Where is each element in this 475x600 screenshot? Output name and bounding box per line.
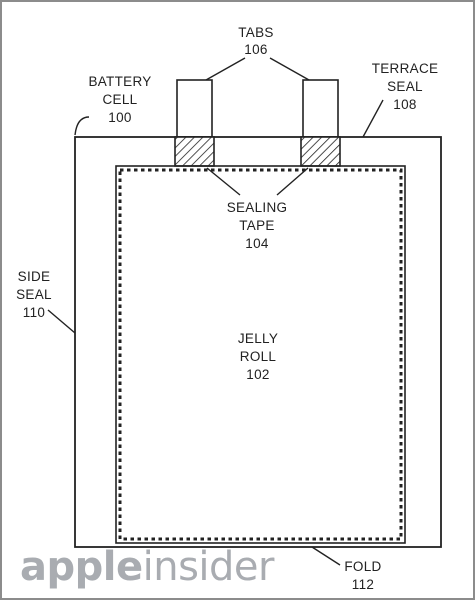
leader-tabs-left <box>205 57 246 81</box>
label-battery-cell: BATTERY CELL 100 <box>88 74 151 125</box>
watermark-part-insider: insider <box>143 544 275 590</box>
svg-text:ROLL: ROLL <box>240 349 277 364</box>
tab-left <box>176 79 213 138</box>
sealing-tape-left <box>174 136 215 167</box>
svg-text:106: 106 <box>244 42 267 57</box>
svg-text:SIDE: SIDE <box>18 269 51 284</box>
svg-text:CELL: CELL <box>103 92 138 107</box>
leader-side-seal <box>47 309 76 334</box>
label-fold: FOLD 112 <box>344 559 381 592</box>
label-tabs: TABS 106 <box>238 25 273 57</box>
svg-text:108: 108 <box>393 97 416 112</box>
svg-text:BATTERY: BATTERY <box>88 74 151 89</box>
svg-text:110: 110 <box>23 305 45 320</box>
tab-right <box>302 79 339 138</box>
leader-terrace-seal <box>362 99 384 138</box>
leader-battery-cell <box>74 116 90 136</box>
label-terrace-seal: TERRACE SEAL 108 <box>372 61 439 112</box>
sealing-tape-right <box>300 136 341 167</box>
svg-text:SEALING: SEALING <box>227 200 288 215</box>
svg-text:100: 100 <box>108 110 131 125</box>
leader-sealing-tape-right <box>276 167 309 196</box>
svg-text:SEAL: SEAL <box>16 287 52 302</box>
inner-boundary <box>115 165 406 544</box>
leader-tabs-right <box>269 57 310 81</box>
svg-text:104: 104 <box>245 236 269 251</box>
label-sealing-tape: SEALING TAPE 104 <box>227 200 288 251</box>
svg-text:TABS: TABS <box>238 25 273 40</box>
leader-sealing-tape-left <box>206 167 241 196</box>
svg-text:JELLY: JELLY <box>238 331 278 346</box>
svg-text:TAPE: TAPE <box>239 218 274 233</box>
svg-text:TERRACE: TERRACE <box>372 61 439 76</box>
jelly-roll-outline <box>118 168 403 541</box>
battery-pouch <box>74 136 442 548</box>
label-side-seal: SIDE SEAL 110 <box>16 269 52 320</box>
svg-text:102: 102 <box>246 367 269 382</box>
svg-text:112: 112 <box>352 577 374 592</box>
label-jelly-roll: JELLY ROLL 102 <box>238 331 278 382</box>
svg-text:SEAL: SEAL <box>387 79 423 94</box>
svg-text:FOLD: FOLD <box>344 559 381 574</box>
watermark-part-apple: apple <box>20 544 143 590</box>
watermark-appleinsider: appleinsider <box>20 544 275 590</box>
leader-fold <box>311 546 341 566</box>
